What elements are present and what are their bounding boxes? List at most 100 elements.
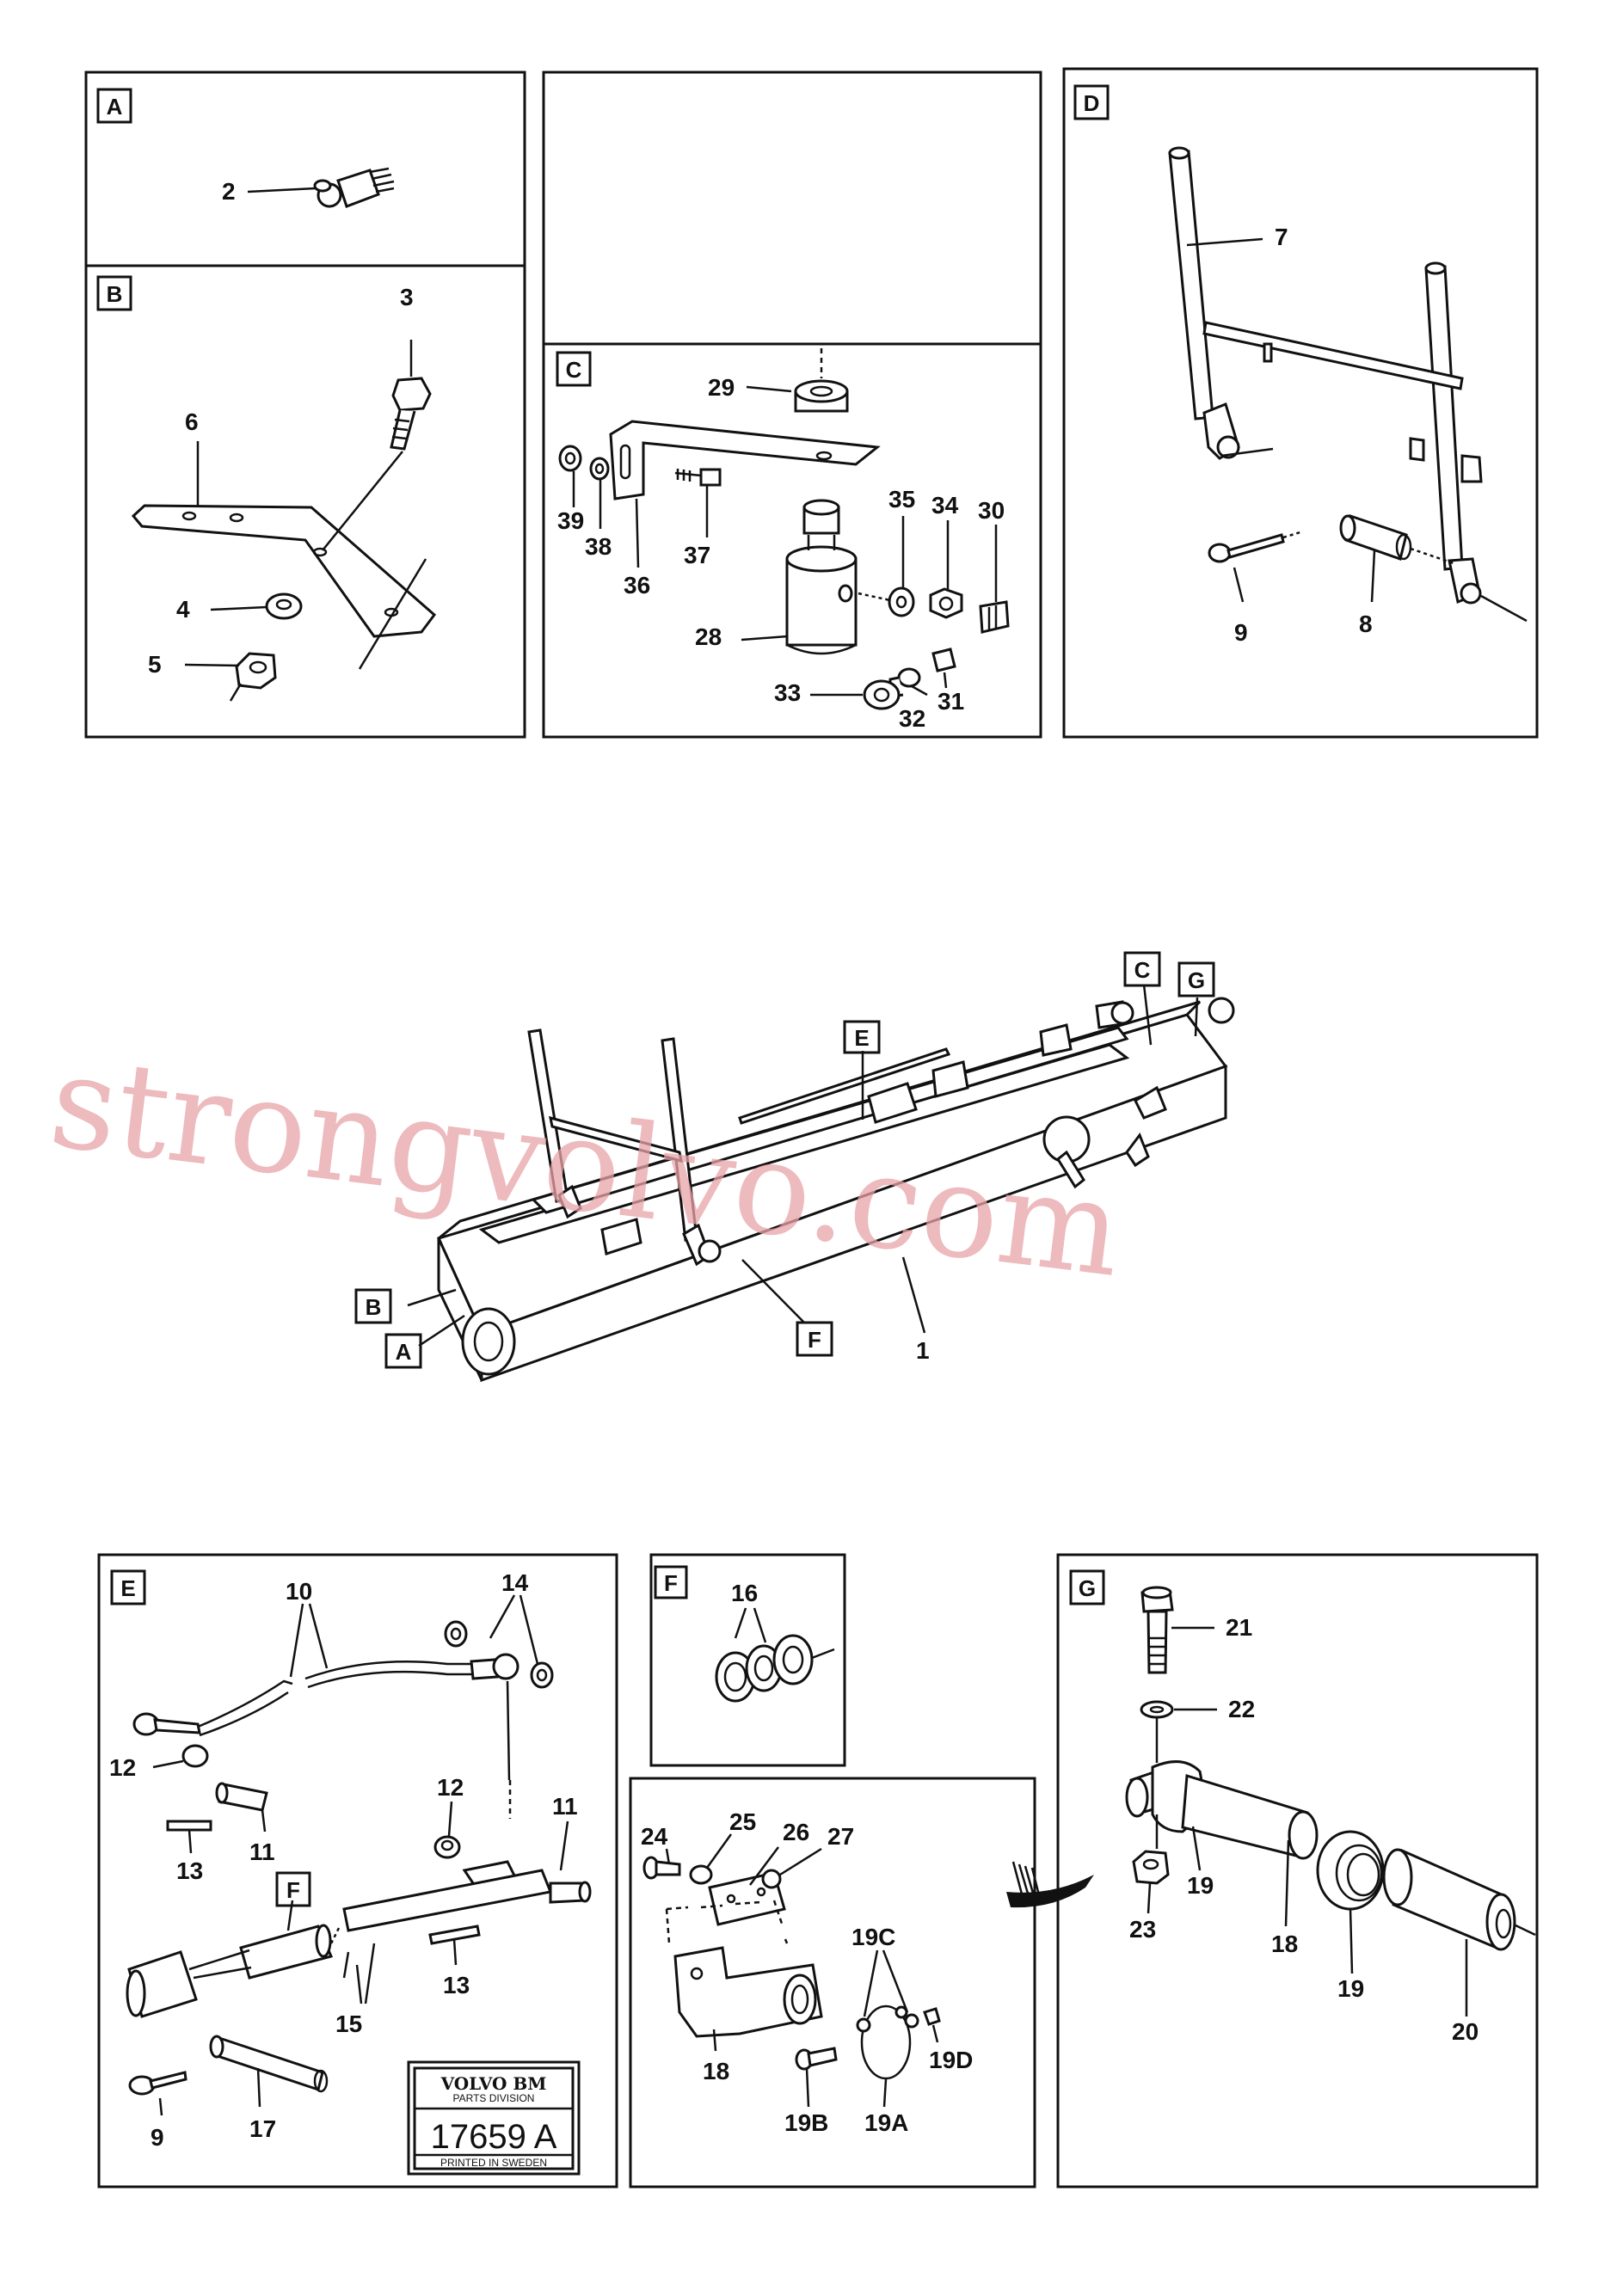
panel-b-frame: [84, 264, 526, 739]
drawing-stroke: [1284, 1839, 1290, 1927]
drawing-stroke: [1346, 1852, 1380, 1897]
drawing-stroke: [506, 1680, 511, 1781]
drawing-stroke: [1140, 1700, 1174, 1719]
drawing-stroke: [249, 660, 267, 674]
drawing-stroke: [943, 672, 948, 689]
fitting-31-part: [931, 648, 956, 672]
drawing-stroke: [209, 2035, 224, 2059]
drawing-stroke: [354, 1288, 392, 1324]
drawing-stroke: [1395, 533, 1412, 561]
drawing-stroke: [782, 1645, 804, 1674]
panel-blank-frame: [542, 71, 1042, 346]
part-label-4: 4: [176, 596, 190, 623]
drawing-stroke: [665, 1848, 671, 1865]
fitting-30-part: [979, 600, 1010, 634]
part-label-17: 17: [249, 2115, 276, 2142]
part-label-35: 35: [888, 486, 915, 513]
drawing-stroke: [452, 1938, 458, 1966]
drawing-stroke: [1208, 997, 1235, 1024]
part-label-16: 16: [731, 1580, 758, 1606]
drawing-stroke: [741, 1259, 805, 1323]
drawing-stroke: [313, 2069, 329, 2093]
drawing-stroke: [519, 1594, 539, 1665]
nut-23-part: [1132, 1850, 1170, 1885]
drawing-stroke: [1039, 1023, 1073, 1057]
drawing-stroke: [275, 1871, 311, 1907]
drawing-stroke: [1141, 1586, 1172, 1599]
part-label-2: 2: [222, 178, 236, 205]
drawing-stroke: [794, 379, 849, 403]
drawing-stroke: [931, 1060, 969, 1098]
drawing-stroke: [1056, 1150, 1085, 1189]
screw-37-part: [674, 468, 722, 487]
nut-29-part: [794, 379, 849, 413]
drawing-stroke: [275, 599, 292, 611]
drawing-stroke: [738, 1047, 951, 1125]
part-label-3: 3: [400, 284, 414, 310]
drawing-stroke: [1186, 237, 1263, 247]
part-label-19a: 19A: [864, 2109, 908, 2136]
cotter-pin-part: [1208, 533, 1285, 563]
drawing-stroke: [856, 2017, 871, 2033]
drawing-stroke: [193, 1966, 252, 1980]
drawing-stroke: [558, 445, 582, 472]
drawing-stroke: [805, 2067, 810, 2108]
washer-38-part: [589, 457, 610, 481]
drawing-stroke: [594, 463, 605, 475]
drawing-stroke: [322, 451, 403, 551]
drawing-stroke: [882, 2078, 888, 2108]
part-label-9: 9: [1234, 619, 1248, 646]
bracket-18-part: [673, 1946, 823, 2038]
drawing-stroke: [153, 1718, 201, 1734]
drawing-stroke: [197, 1679, 293, 1728]
part-label-33: 33: [774, 679, 801, 706]
panel-g-tag: G: [1069, 1569, 1105, 1605]
drawing-stroke: [1335, 1844, 1383, 1902]
drawing-stroke: [304, 1661, 482, 1680]
drawing-stroke: [619, 444, 631, 480]
drawing-stroke: [1073, 84, 1110, 120]
drawing-stroke: [1424, 265, 1464, 571]
panel-f-tag: F: [654, 1565, 688, 1599]
part-label-a: A: [107, 94, 123, 120]
pin-17-part: [209, 2035, 329, 2093]
drawing-stroke: [1142, 1858, 1159, 1870]
drawing-stroke: [690, 1967, 704, 1980]
part-label-17659-a: 17659 A: [431, 2118, 557, 2156]
drawing-stroke: [407, 1288, 457, 1307]
drawing-stroke: [96, 88, 132, 124]
drawing-stroke: [336, 169, 380, 208]
part-label-11: 11: [552, 1793, 578, 1820]
part-label-6: 6: [185, 408, 199, 435]
drawing-stroke: [815, 451, 833, 461]
drawing-stroke: [1410, 547, 1454, 565]
pivot-18-part: [1125, 1760, 1319, 1860]
panel-e-frame: [97, 1553, 618, 2189]
drawing-stroke: [746, 385, 792, 393]
drawing-stroke: [1142, 984, 1153, 1046]
drawing-stroke: [265, 592, 303, 620]
part-label-c: C: [1134, 957, 1151, 983]
drawing-stroke: [1349, 1908, 1354, 1974]
drawing-stroke: [126, 1969, 146, 2017]
drawing-stroke: [811, 1648, 835, 1660]
drawing-stroke: [110, 1569, 146, 1605]
drawing-stroke: [1382, 1848, 1413, 1906]
drawing-stroke: [741, 635, 788, 642]
drawing-stroke: [199, 1691, 289, 1737]
drawing-stroke: [1125, 1132, 1150, 1168]
part-label-f: F: [664, 1570, 678, 1596]
drawing-stroke: [215, 1782, 229, 1804]
drawing-stroke: [181, 511, 197, 521]
drawing-stroke: [1282, 530, 1304, 539]
part-label-18: 18: [703, 2058, 729, 2084]
panel-c-frame: [542, 342, 1042, 739]
part-label-f: F: [808, 1327, 821, 1353]
bracket-part: [131, 504, 437, 638]
part-label-19b: 19B: [784, 2109, 828, 2136]
part-label-b: B: [366, 1294, 382, 1320]
ball-stud-part: [313, 167, 395, 208]
washer-35-part: [888, 586, 915, 617]
drawing-stroke: [673, 1946, 823, 2038]
panel-a-frame: [84, 71, 526, 267]
